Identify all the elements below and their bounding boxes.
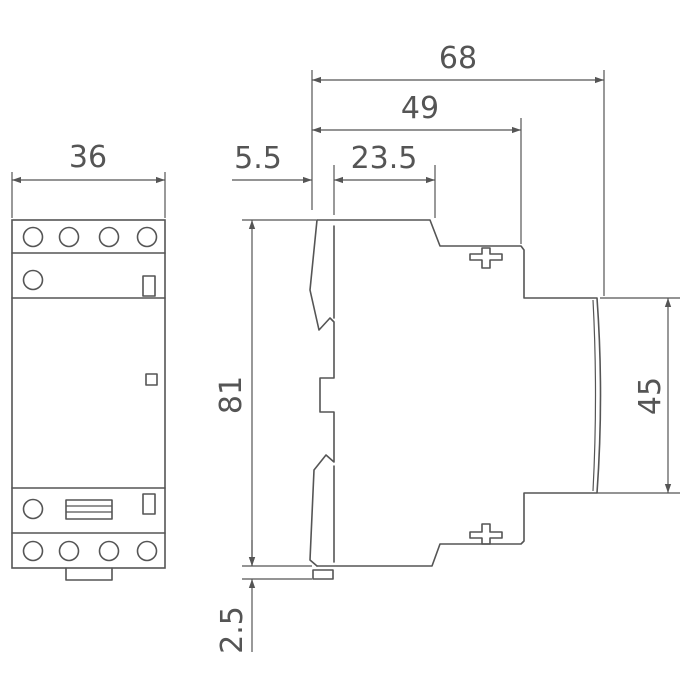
- terminal-screw-bottom-icon: [469, 523, 503, 545]
- status-window: [142, 493, 156, 515]
- terminal-screw-icon: [58, 540, 80, 562]
- front-housing: [11, 219, 166, 569]
- side-housing-outline: [316, 219, 602, 567]
- front-face-curve: [592, 299, 597, 492]
- terminal-screw-icon: [98, 226, 120, 248]
- terminal-screw-icon: [58, 226, 80, 248]
- terminal-screw-icon: [22, 540, 44, 562]
- dim-label-width: 36: [69, 140, 107, 175]
- dim-label-height-81: 81: [214, 376, 249, 414]
- dim-label-height-45: 45: [633, 377, 668, 415]
- dim-label-offset-5-5: 5.5: [234, 141, 282, 176]
- indicator-square: [145, 373, 158, 386]
- terminal-screw-icon: [136, 540, 158, 562]
- din-latch: [312, 569, 334, 580]
- terminal-screw-icon: [22, 226, 44, 248]
- dim-label-offset-2-5: 2.5: [215, 606, 250, 654]
- nameplate-icon: [65, 499, 113, 520]
- terminal-screw-icon: [22, 498, 44, 520]
- terminal-screw-top-icon: [469, 247, 503, 269]
- dim-label-depth-49: 49: [401, 91, 439, 126]
- din-rail-profile: [309, 219, 335, 567]
- dim-label-overall-depth: 68: [439, 41, 477, 76]
- status-window: [142, 275, 156, 297]
- front-view: 36: [11, 140, 166, 581]
- terminal-screw-icon: [22, 269, 44, 291]
- terminal-screw-icon: [136, 226, 158, 248]
- dim-label-depth-23-5: 23.5: [351, 141, 418, 176]
- side-view: 68 49 5.5 23.5 81 45 2.5: [214, 41, 680, 654]
- din-clip-tab: [65, 567, 113, 581]
- terminal-screw-icon: [98, 540, 120, 562]
